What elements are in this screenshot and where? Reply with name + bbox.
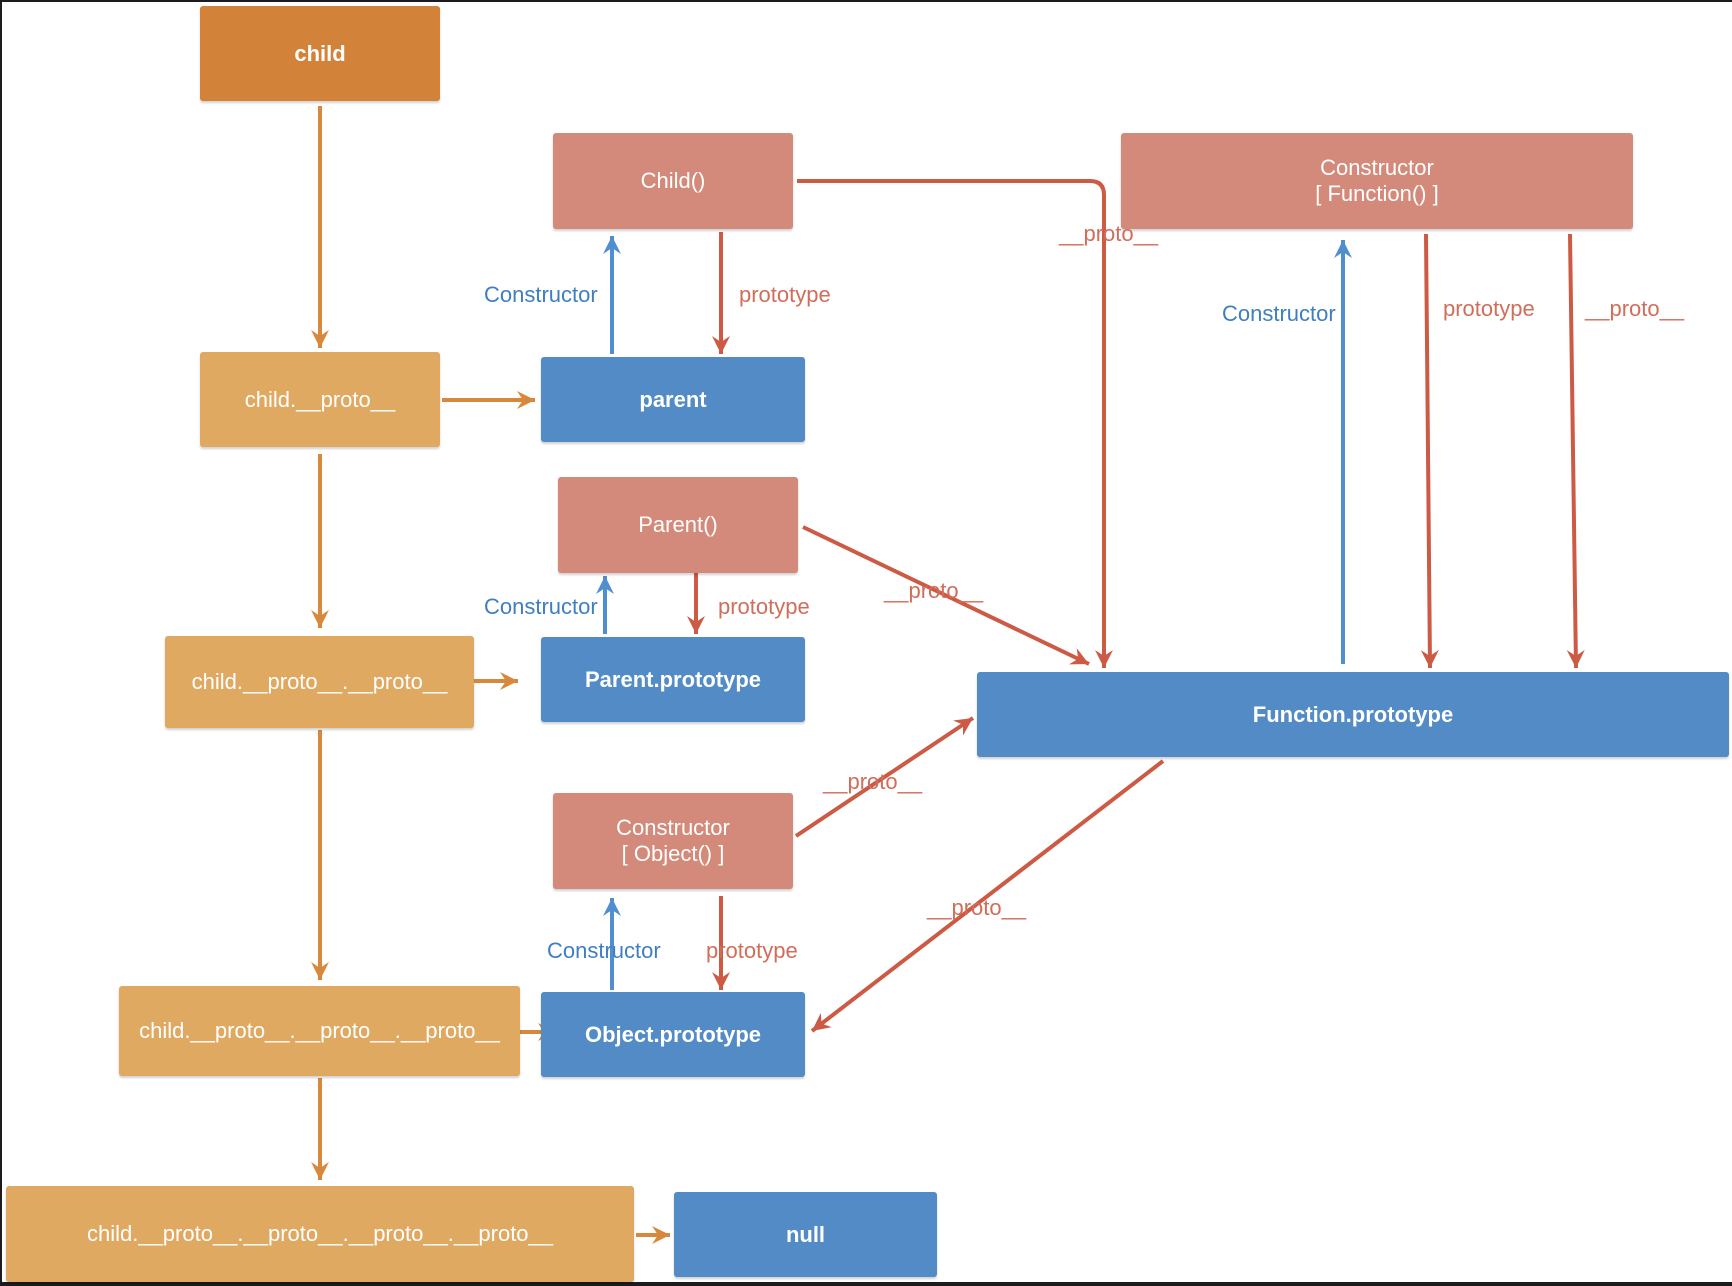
label-parent-fn-proto: __proto__ — [884, 578, 984, 603]
node-function-prototype: Function.prototype — [977, 672, 1729, 757]
label-parent-prototype: prototype — [718, 594, 810, 619]
node-object-prototype: Object.prototype — [541, 992, 805, 1077]
node-parent-fn: Parent() — [558, 477, 798, 573]
node-function-constructor: Constructor [ Function() ] — [1121, 133, 1633, 229]
node-child-fn: Child() — [553, 133, 793, 229]
label-child-prototype: prototype — [739, 282, 831, 307]
label-child-fn-proto: __proto__ — [1059, 221, 1159, 246]
label-parent-constructor: Constructor — [484, 594, 598, 619]
frame-edge-left — [0, 0, 2, 1286]
label-object-fn-proto: __proto__ — [823, 769, 923, 794]
edge-function-prototype-proto — [810, 759, 1165, 1033]
node-child-proto: child.__proto__ — [200, 352, 440, 447]
node-child-proto3: child.__proto__.__proto__.__proto__ — [119, 986, 520, 1076]
node-child-proto4: child.__proto__.__proto__.__proto__.__pr… — [6, 1186, 634, 1282]
label-child-constructor: Constructor — [484, 282, 598, 307]
node-null: null — [674, 1192, 937, 1277]
edge-parent-fn-proto — [802, 525, 1090, 666]
node-child-proto2: child.__proto__.__proto__ — [165, 636, 474, 728]
node-object-constructor: Constructor [ Object() ] — [553, 793, 793, 889]
label-function-proto: __proto__ — [1585, 296, 1685, 321]
frame-edge-bottom — [0, 1282, 1732, 1286]
node-parent: parent — [541, 357, 805, 442]
edge-function-proto — [1566, 233, 1585, 669]
label-function-prototype-proto: __proto__ — [927, 895, 1027, 920]
label-object-prototype: prototype — [706, 938, 798, 963]
edge-child-fn-proto — [797, 179, 1113, 668]
edge-function-prototype — [1420, 233, 1439, 669]
frame-edge-top — [0, 0, 1732, 2]
node-child: child — [200, 6, 440, 101]
label-object-constructor: Constructor — [547, 938, 661, 963]
node-parent-prototype: Parent.prototype — [541, 637, 805, 722]
label-function-constructor: Constructor — [1222, 301, 1336, 326]
label-function-prototype: prototype — [1443, 296, 1535, 321]
edge-object-fn-proto — [794, 716, 975, 838]
